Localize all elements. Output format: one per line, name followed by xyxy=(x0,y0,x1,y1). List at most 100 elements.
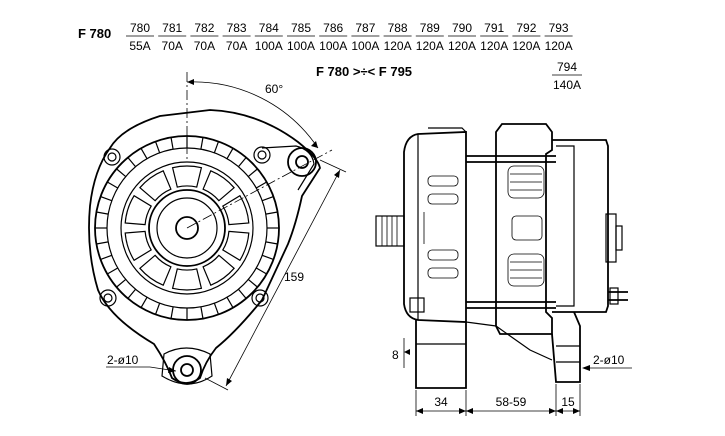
fin xyxy=(261,254,274,261)
model-fraction-789: 789 120A xyxy=(416,21,444,53)
model-table: 78055A78170A78270A78370A784100A785100A78… xyxy=(126,21,573,53)
fin xyxy=(226,296,234,308)
upper-mount-arm xyxy=(261,145,315,191)
model-current: 100A xyxy=(319,39,347,53)
bolt-nut-left xyxy=(409,297,425,313)
model-code: 793 xyxy=(549,21,569,35)
fin xyxy=(213,302,220,315)
model-code: 786 xyxy=(323,21,343,35)
dim-left-label: 34 xyxy=(434,395,448,409)
fin xyxy=(255,267,267,275)
model-current: 120A xyxy=(480,39,508,53)
fin xyxy=(200,306,204,319)
angle-arrow-left xyxy=(187,79,194,85)
rear-housing-inner xyxy=(556,145,575,307)
model-current: 120A xyxy=(448,39,476,53)
vent-slot xyxy=(139,254,172,286)
model-current: 100A xyxy=(255,39,283,53)
fin xyxy=(96,211,109,215)
fin xyxy=(107,267,119,275)
fin xyxy=(213,141,220,154)
fin xyxy=(226,148,234,160)
extra-model-code: 794 xyxy=(557,60,577,74)
series-label: F 780 xyxy=(78,26,111,41)
side-hole-label: 2-ø10 xyxy=(593,353,625,367)
model-code: 781 xyxy=(162,21,182,35)
model-current: 55A xyxy=(129,39,150,53)
fin xyxy=(247,278,258,288)
mount-hole-lower xyxy=(172,355,202,385)
fin xyxy=(237,288,247,299)
model-current: 70A xyxy=(226,39,247,53)
vent-slots xyxy=(124,165,250,291)
model-code: 787 xyxy=(355,21,375,35)
front-housing xyxy=(403,131,467,323)
fin xyxy=(237,157,247,168)
side-hole-arrow xyxy=(582,365,590,371)
fin xyxy=(100,195,113,202)
vent-slot xyxy=(202,170,235,202)
fin xyxy=(140,148,148,160)
angle-arc xyxy=(186,81,319,149)
model-current: 70A xyxy=(162,39,183,53)
model-current: 120A xyxy=(416,39,444,53)
extra-model: 794 140A xyxy=(552,60,582,92)
fin xyxy=(127,288,137,299)
model-current: 120A xyxy=(384,39,412,53)
model-code: 792 xyxy=(516,21,536,35)
angle-label: 60° xyxy=(265,82,283,96)
rear-connector xyxy=(605,213,623,263)
shaft xyxy=(175,216,199,240)
model-code: 782 xyxy=(194,21,214,35)
fin xyxy=(140,296,148,308)
through-bolt-bottom xyxy=(466,301,556,309)
extra-model-current: 140A xyxy=(553,78,581,92)
model-current: 100A xyxy=(351,39,379,53)
vent-slot xyxy=(171,268,203,291)
fin xyxy=(170,137,174,150)
model-fraction-790: 790 120A xyxy=(448,21,476,53)
fin xyxy=(127,157,137,168)
offset-label: 8 xyxy=(392,348,399,362)
cooling-fins xyxy=(95,136,279,320)
model-code: 789 xyxy=(420,21,440,35)
extension-line-top xyxy=(319,159,347,173)
lower-mount-boss xyxy=(161,347,213,385)
offset-arrow xyxy=(404,349,410,355)
fin xyxy=(96,241,109,245)
lower-rib xyxy=(465,321,553,361)
fin xyxy=(200,137,204,150)
model-code: 790 xyxy=(452,21,472,35)
vent-slot xyxy=(221,230,250,262)
fin xyxy=(170,306,174,319)
fin xyxy=(255,181,267,189)
extension-line-bottom xyxy=(204,377,229,391)
screw-bottom-left xyxy=(99,289,117,307)
fin xyxy=(265,241,278,245)
side-view: 8 2-ø10 34 58-59 15 xyxy=(375,123,632,416)
fin xyxy=(107,181,119,189)
vent-slot xyxy=(221,194,250,226)
model-fraction-792: 792 120A xyxy=(512,21,540,53)
vent-ring-outer xyxy=(120,161,254,295)
screw-top-right xyxy=(253,146,271,164)
model-current: 120A xyxy=(545,39,573,53)
rear-lower-leg xyxy=(551,311,581,383)
through-bolt-top xyxy=(466,155,556,163)
hub-middle xyxy=(156,197,218,259)
front-housing-slots xyxy=(423,175,459,279)
fin xyxy=(100,254,113,261)
model-fraction-786: 786 100A xyxy=(319,21,347,53)
vent-slot xyxy=(202,254,235,286)
stator-section xyxy=(495,123,553,335)
model-fraction-793: 793 120A xyxy=(545,21,573,53)
model-current: 120A xyxy=(512,39,540,53)
fin xyxy=(247,168,258,178)
hub-outer xyxy=(148,189,226,267)
dim-mid-label: 58-59 xyxy=(496,395,527,409)
dim-right-label: 15 xyxy=(561,395,575,409)
